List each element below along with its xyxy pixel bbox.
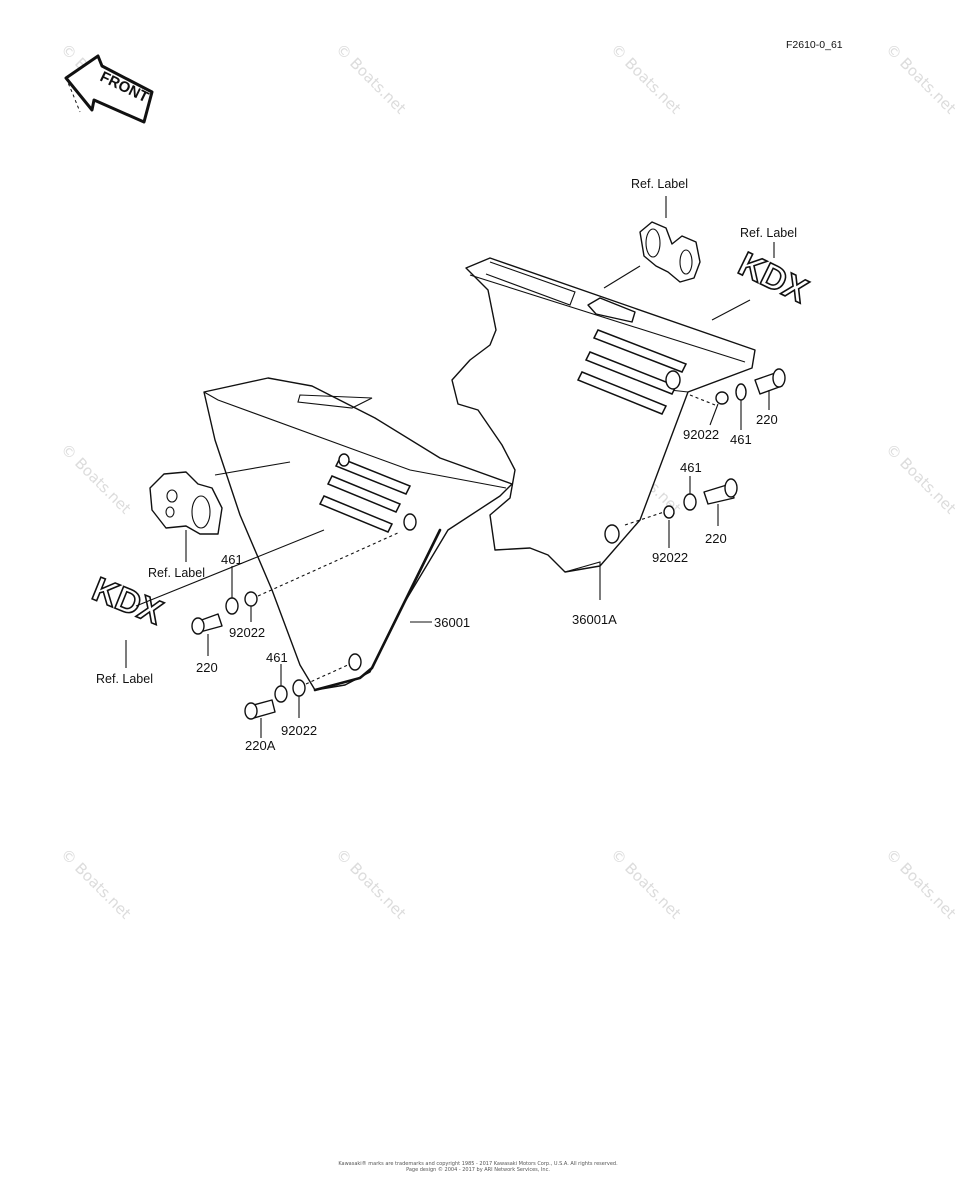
- footer-copyright: Kawasaki® marks are trademarks and copyr…: [338, 1160, 618, 1167]
- label-461-left-lower: 461: [266, 650, 288, 665]
- fasteners-left-upper: 461 92022 220: [191, 531, 401, 675]
- ref-label-left: Ref. Label: [148, 566, 205, 580]
- label-36001A: 36001A: [572, 612, 617, 627]
- watermark: © Boats.net: [607, 40, 685, 118]
- emblem-decal-left: Ref. Label: [148, 461, 291, 580]
- watermark: © Boats.net: [332, 845, 410, 923]
- ref-label-right: Ref. Label: [740, 226, 797, 240]
- side-cover-36001A: [451, 257, 756, 600]
- side-cover-36001: [203, 377, 513, 692]
- label-220A: 220A: [245, 738, 276, 753]
- kdx-decal-text: KDX: [732, 245, 813, 311]
- label-92022-lower: 92022: [652, 550, 688, 565]
- fasteners-right-upper: 220 461 92022: [683, 368, 786, 447]
- label-461: 461: [730, 432, 752, 447]
- watermark: © Boats.net: [882, 440, 955, 518]
- label-461-lower: 461: [680, 460, 702, 475]
- fasteners-right-lower: 461 92022 220: [624, 460, 738, 565]
- label-220-left: 220: [196, 660, 218, 675]
- watermark: © Boats.net: [332, 40, 410, 118]
- fasteners-left-lower: 461 92022 220A: [244, 650, 351, 753]
- ref-label-bottom-left: Ref. Label: [96, 672, 153, 686]
- diagram-code: F2610-0_61: [786, 39, 843, 51]
- footer-design: Page design © 2004 - 2017 by ARI Network…: [406, 1166, 550, 1173]
- watermark: © Boats.net: [882, 40, 955, 118]
- label-92022-left: 92022: [229, 625, 265, 640]
- ref-label-top: Ref. Label: [631, 177, 688, 191]
- emblem-decal-right: Ref. Label: [603, 177, 701, 289]
- label-36001: 36001: [434, 615, 470, 630]
- watermark: © Boats.net: [607, 845, 685, 923]
- label-220: 220: [756, 412, 778, 427]
- label-220-lower: 220: [705, 531, 727, 546]
- kdx-decal-right: KDX Ref. Label: [711, 226, 815, 321]
- label-461-left: 461: [221, 552, 243, 567]
- watermark: © Boats.net: [57, 440, 135, 518]
- label-92022: 92022: [683, 427, 719, 442]
- watermark: © Boats.net: [57, 845, 135, 923]
- watermark: © Boats.net: [882, 845, 955, 923]
- label-92022-left-lower: 92022: [281, 723, 317, 738]
